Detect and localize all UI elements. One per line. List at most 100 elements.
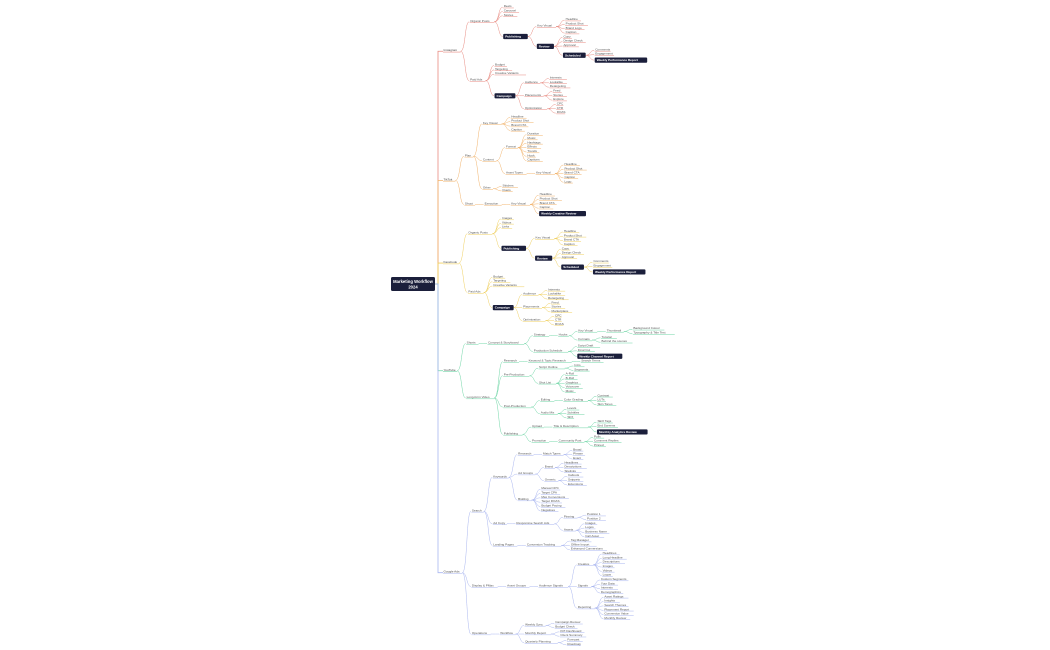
topic-node[interactable]: Monthly Report [524,631,551,636]
topic-node[interactable]: Negatives [540,508,559,512]
topic-node[interactable]: Descriptions [602,560,625,564]
topic-node[interactable]: Images [602,564,615,569]
topic-node[interactable]: Snippets [567,478,584,482]
topic-node[interactable]: Comments [594,47,611,52]
topic-node[interactable]: Organic Posts [469,19,495,23]
topic-node[interactable]: Your Data [600,581,619,586]
topic-node[interactable]: Headline [539,192,555,197]
topic-node[interactable]: Client Summary [559,633,587,638]
topic-node[interactable]: Skin Tones [596,402,617,406]
topic-node[interactable]: Pre-Production [503,373,530,377]
topic-node[interactable]: Formats [577,337,593,342]
topic-node[interactable]: Reels [503,4,514,9]
summary-topic[interactable]: Campaign [494,93,516,99]
topic-node[interactable]: Landing Pages [492,542,518,547]
topic-node[interactable]: Graphics [565,380,582,385]
topic-node[interactable]: Search Terms [580,359,604,363]
topic-node[interactable]: Interests [549,75,567,80]
topic-node[interactable]: Publishing [503,431,523,436]
main-branch-topic[interactable]: Google Ads [443,570,463,574]
topic-node[interactable]: Long-form Video [466,395,495,400]
topic-node[interactable]: Color Grading [563,398,588,402]
topic-node[interactable]: Key Visual [510,201,531,206]
topic-node[interactable]: Headline [563,229,580,234]
topic-node[interactable]: Brand Logo [565,26,585,30]
topic-node[interactable]: Polls [593,434,605,439]
topic-node[interactable]: Audience Signals [538,583,569,588]
topic-node[interactable]: SEO Tags [596,419,613,424]
topic-node[interactable]: Monthly Review [603,616,631,620]
topic-node[interactable]: Caption [539,205,554,210]
topic-node[interactable]: Stories [551,305,566,309]
topic-node[interactable]: Script Outline [538,365,565,370]
topic-node[interactable]: Asset Types [505,171,527,175]
topic-node[interactable]: Pinned [593,443,606,448]
topic-node[interactable]: Brand [544,465,555,469]
main-branch-topic[interactable]: TikTok [443,177,456,182]
topic-node[interactable]: End Screens [596,424,619,428]
topic-node[interactable]: Search Themes [603,603,629,607]
topic-node[interactable]: Comment Replies [593,439,622,443]
topic-node[interactable]: Display & PMax [471,583,498,588]
topic-node[interactable]: Asset Groups [506,583,530,588]
topic-node[interactable]: Key Visual [482,121,502,125]
topic-node[interactable]: Lookalike [547,292,566,296]
topic-node[interactable]: Generic [544,478,559,482]
topic-node[interactable]: Final Cut [577,348,595,352]
topic-node[interactable]: Behind the scenes [601,339,633,344]
topic-node[interactable]: Broad [572,447,584,452]
topic-node[interactable]: Strategy [533,333,550,337]
topic-node[interactable]: Logo [563,179,573,184]
topic-node[interactable]: Keywords [492,474,509,479]
topic-node[interactable]: Caption [563,175,579,179]
topic-node[interactable]: A-Roll [565,372,578,376]
topic-node[interactable]: Asset Ratings [603,594,629,599]
topic-node[interactable]: Callouts [567,473,584,478]
topic-node[interactable]: Community Post [558,439,585,443]
topic-node[interactable]: Research [517,452,534,456]
topic-node[interactable]: Position 2 [586,516,606,521]
topic-node[interactable]: Long Headline [602,555,627,560]
topic-node[interactable]: Creative [577,562,594,566]
topic-node[interactable]: CTR [556,106,564,110]
topic-node[interactable]: Stories [503,13,518,17]
topic-node[interactable]: Search [471,508,484,513]
topic-node[interactable]: Approval [562,43,579,48]
summary-topic[interactable]: Review [536,43,554,49]
topic-node[interactable]: Brand CTA [539,201,557,205]
topic-node[interactable]: Budget [494,63,507,67]
topic-node[interactable]: Interests [547,287,566,292]
topic-node[interactable]: Videos [501,220,514,225]
topic-node[interactable]: Retargeting [547,296,569,301]
topic-node[interactable]: Stories [552,93,567,97]
topic-node[interactable]: CTR [554,318,562,322]
topic-node[interactable]: Organic Posts [467,231,493,235]
summary-topic[interactable]: Publishing [503,33,528,40]
topic-node[interactable]: Feed [551,300,560,305]
topic-node[interactable]: Engagement [592,264,613,268]
topic-node[interactable]: Headline [563,162,580,167]
topic-node[interactable]: Format [505,145,518,149]
topic-node[interactable]: Offline Import [570,542,597,547]
topic-node[interactable]: SFX [566,415,575,419]
topic-node[interactable]: Caption [563,242,578,246]
topic-node[interactable]: Other [482,186,494,190]
topic-node[interactable]: Shot List [538,380,557,385]
topic-node[interactable]: Assets [563,527,576,532]
topic-node[interactable]: Tag Manager [570,538,592,543]
topic-node[interactable]: Product Shot [539,197,562,201]
topic-node[interactable]: Hook [526,153,536,158]
main-branch-topic[interactable]: YouTube [443,368,458,372]
topic-node[interactable]: Operations [471,631,491,636]
topic-node[interactable]: Optimization [524,106,548,110]
topic-node[interactable]: Copy [561,246,571,251]
topic-node[interactable]: CPC [554,313,562,318]
topic-node[interactable]: Demographics [600,590,624,595]
topic-node[interactable]: Roadmap [566,642,581,646]
topic-node[interactable]: Interests [600,586,619,590]
topic-node[interactable]: Hooks [558,333,569,337]
topic-node[interactable]: Placements [524,93,544,97]
topic-node[interactable]: Title & Description [552,424,588,429]
topic-node[interactable]: Keyword & Topic Research [528,359,572,363]
topic-node[interactable]: Approval [561,255,578,259]
